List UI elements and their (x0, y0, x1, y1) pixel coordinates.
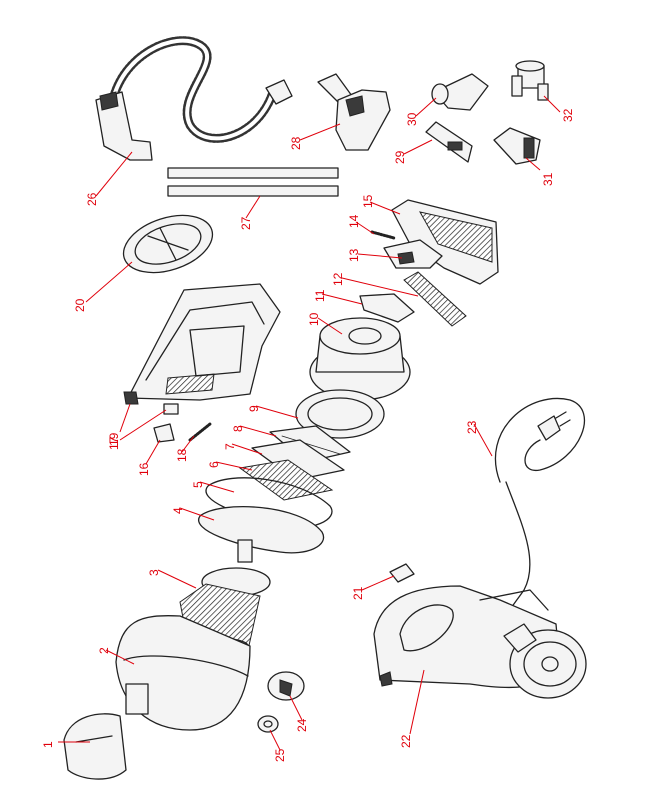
filter-holder-part (359, 293, 415, 323)
leader-6 (215, 461, 253, 471)
leader-8 (239, 425, 277, 437)
motor-part (309, 317, 411, 401)
callout-9: 9 (247, 405, 261, 412)
dusting-brush-part (493, 127, 541, 165)
callout-12: 12 (331, 272, 345, 286)
callout-21: 21 (351, 586, 365, 600)
main-body-part (123, 283, 281, 405)
leader-16 (145, 439, 161, 465)
callout-1: 1 (41, 741, 55, 748)
leader-32 (543, 95, 561, 113)
dust-bin-part (115, 615, 251, 731)
callout-29: 29 (393, 150, 407, 164)
filter-stack-part (238, 425, 351, 501)
callout-3: 3 (147, 569, 161, 576)
leader-7 (231, 443, 263, 455)
callout-25: 25 (273, 748, 287, 762)
leader-23 (473, 423, 493, 457)
callout-2: 2 (97, 647, 111, 654)
callout-11: 11 (313, 289, 327, 302)
leader-3 (157, 569, 197, 589)
leader-4 (179, 507, 215, 521)
callout-14: 14 (347, 214, 361, 228)
leader-19 (119, 403, 131, 433)
callout-5: 5 (191, 481, 205, 488)
leader-22 (409, 669, 425, 735)
leader-27 (245, 195, 261, 219)
handle-cover-part (63, 713, 127, 780)
callout-19: 19 (107, 432, 121, 446)
top-cover-part (370, 199, 499, 327)
leader-9 (255, 405, 299, 419)
callout-26: 26 (85, 192, 99, 206)
leader-11 (321, 293, 363, 305)
valve-part (267, 671, 305, 701)
seal-ring-part (295, 389, 385, 439)
leader-10 (317, 317, 343, 335)
upholstery-tool-part (431, 73, 489, 111)
small-parts (153, 403, 212, 443)
leader-21 (361, 575, 395, 591)
leader-15 (369, 201, 401, 215)
callout-15: 15 (361, 194, 375, 208)
leader-30 (415, 97, 437, 117)
callout-10: 10 (307, 312, 321, 326)
leader-28 (299, 123, 341, 141)
callout-8: 8 (231, 425, 245, 432)
leader-14 (355, 221, 375, 235)
callout-18: 18 (175, 448, 189, 462)
callout-27: 27 (239, 216, 253, 230)
cyclone-cover-part (197, 506, 325, 563)
floor-nozzle-part (317, 73, 391, 151)
switch-part (389, 563, 415, 583)
hose-part (95, 36, 293, 161)
leader-17 (119, 409, 167, 441)
callout-24: 24 (295, 718, 309, 732)
leader-13 (357, 253, 403, 259)
callout-labels: 1 2 3 4 5 6 7 8 9 10 11 12 13 14 15 16 1… (41, 108, 575, 762)
callout-28: 28 (289, 136, 303, 150)
callout-4: 4 (171, 507, 185, 514)
callout-23: 23 (465, 420, 479, 434)
callout-6: 6 (207, 461, 221, 468)
leader-18 (181, 435, 195, 453)
callout-31: 31 (541, 172, 555, 186)
leader-25 (269, 729, 281, 751)
callout-leaders (58, 95, 561, 751)
callout-7: 7 (223, 443, 237, 450)
callout-20: 20 (73, 298, 87, 312)
callout-13: 13 (347, 248, 361, 262)
callout-30: 30 (405, 112, 419, 126)
adapter-part (511, 60, 549, 101)
callout-16: 16 (137, 462, 151, 476)
leader-5 (199, 481, 235, 493)
base-housing-part (373, 585, 587, 699)
extension-tubes-part (167, 167, 339, 197)
knob-part (257, 715, 279, 733)
leader-2 (105, 649, 135, 665)
exhaust-cover-part (122, 214, 214, 274)
crevice-tool-part (425, 121, 473, 163)
leader-12 (341, 277, 419, 297)
leader-26 (95, 151, 133, 197)
callout-32: 32 (561, 108, 575, 122)
leader-24 (289, 695, 303, 721)
leader-31 (525, 157, 541, 171)
leader-29 (403, 139, 433, 155)
leader-20 (85, 261, 133, 303)
gasket-part (205, 477, 333, 529)
callout-17: 17 (107, 436, 121, 450)
callout-22: 22 (399, 734, 413, 748)
